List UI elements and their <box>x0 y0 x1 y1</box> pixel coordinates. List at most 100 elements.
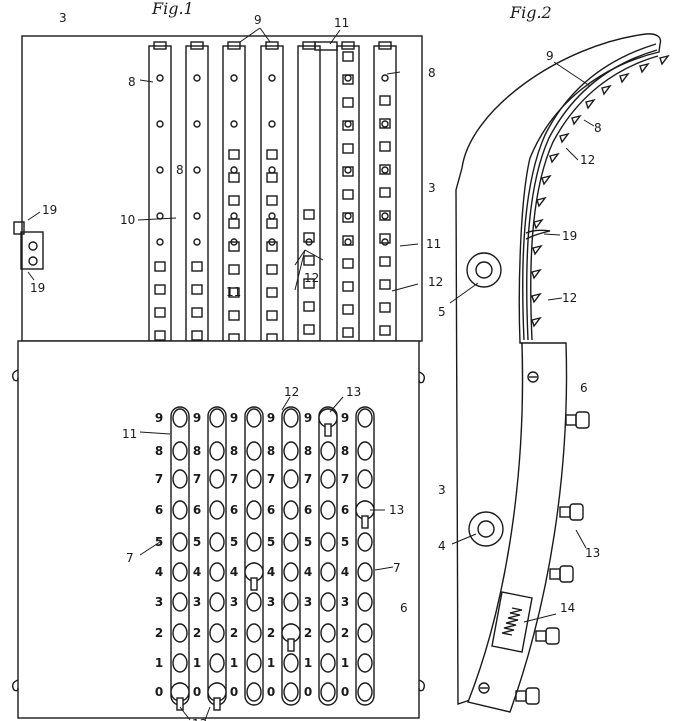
label-10: 10 <box>120 213 135 227</box>
strip-window <box>379 279 391 290</box>
label-19-top: 19 <box>42 203 57 217</box>
slot-4 <box>281 406 301 706</box>
strip-hole <box>381 74 389 82</box>
strip-hole <box>381 120 389 128</box>
strip-window <box>191 261 203 272</box>
knob-stem <box>213 697 221 711</box>
digit-label: 8 <box>304 444 312 458</box>
strip-6 <box>336 45 360 343</box>
digit-label: 9 <box>304 411 312 425</box>
strip-window <box>379 118 391 129</box>
strip-window <box>228 241 240 252</box>
label-8-right: 8 <box>428 66 436 80</box>
strip-cap-1 <box>153 41 167 50</box>
digit-label: 4 <box>267 565 275 579</box>
cover-screw-bottom <box>478 682 490 694</box>
digit-label: 3 <box>304 595 312 609</box>
slot-hole <box>357 562 373 582</box>
slot-hole <box>320 682 336 702</box>
digit-label: 2 <box>193 626 201 640</box>
digit-label: 3 <box>267 595 275 609</box>
digit-label: 6 <box>341 503 349 517</box>
side-knob-stem <box>565 414 577 426</box>
strip-window <box>342 212 354 223</box>
cover-screw-right-bottom <box>418 679 426 692</box>
side-knob-stem <box>535 630 547 642</box>
slot-6 <box>355 406 375 706</box>
strip-hole <box>344 166 352 174</box>
slot-hole <box>209 441 225 461</box>
digit-label: 6 <box>155 503 163 517</box>
strip-teeth <box>531 54 670 328</box>
digit-label: 1 <box>230 656 238 670</box>
side-knob-stem <box>559 506 571 518</box>
digit-label: 5 <box>230 535 238 549</box>
slot-hole <box>283 469 299 489</box>
slot-hole <box>320 441 336 461</box>
fig2-label-9: 9 <box>546 49 554 63</box>
slot-hole <box>209 500 225 520</box>
strip-window <box>342 258 354 269</box>
side-knob <box>569 503 584 521</box>
digit-label: 1 <box>341 656 349 670</box>
housing-plate <box>21 35 423 342</box>
slot-hole <box>246 408 262 428</box>
strip-window <box>191 284 203 295</box>
tooth <box>541 174 552 186</box>
strip-hole <box>193 166 201 174</box>
label-8-left: 8 <box>128 75 136 89</box>
strip-window <box>379 164 391 175</box>
tooth <box>533 218 544 230</box>
strip-window <box>303 209 315 220</box>
slot-hole <box>209 532 225 552</box>
side-knobs <box>515 411 590 705</box>
hinge-bracket <box>13 221 44 270</box>
slot-hole <box>209 592 225 612</box>
digit-label: 6 <box>267 503 275 517</box>
strip-window <box>266 241 278 252</box>
label-13-right: 13 <box>389 503 404 517</box>
digit-label: 6 <box>304 503 312 517</box>
digit-label: 8 <box>193 444 201 458</box>
strip-window <box>342 166 354 177</box>
label-12-right: 12 <box>428 275 443 289</box>
strip-hole <box>230 120 238 128</box>
digit-label: 9 <box>230 411 238 425</box>
digit-label: 5 <box>341 535 349 549</box>
digit-label: 2 <box>267 626 275 640</box>
slot-hole <box>246 500 262 520</box>
tooth <box>571 114 582 126</box>
strip-hole <box>344 74 352 82</box>
tooth <box>659 54 670 66</box>
digit-label: 8 <box>341 444 349 458</box>
strip-hole <box>381 166 389 174</box>
figure-1: Fig.1 9876543210987654321098765432109876… <box>11 0 443 721</box>
fig2-leader-lines <box>449 61 595 623</box>
fig2-label-13: 13 <box>585 546 600 560</box>
strip-window <box>342 120 354 131</box>
digit-label: 7 <box>193 472 201 486</box>
strip-hole <box>230 74 238 82</box>
strip-window <box>266 287 278 298</box>
strip-7 <box>373 45 397 343</box>
strip-window <box>228 195 240 206</box>
strip-hole <box>344 238 352 246</box>
strip-window <box>266 195 278 206</box>
strip-hole <box>156 238 164 246</box>
fig2-label-12-b: 12 <box>562 291 577 305</box>
slot-hole <box>172 532 188 552</box>
strip-window <box>379 141 391 152</box>
tooth <box>559 132 570 144</box>
strip-hole <box>381 212 389 220</box>
digit-label: 2 <box>155 626 163 640</box>
slot-hole <box>357 441 373 461</box>
slot-5 <box>318 406 338 706</box>
slider-knobs <box>170 408 375 711</box>
slot-hole <box>357 653 373 673</box>
strip-1 <box>148 45 172 343</box>
strip-hole <box>381 238 389 246</box>
strip-window <box>379 95 391 106</box>
strip-hole <box>156 74 164 82</box>
strip-window <box>154 330 166 341</box>
slot-hole <box>357 408 373 428</box>
